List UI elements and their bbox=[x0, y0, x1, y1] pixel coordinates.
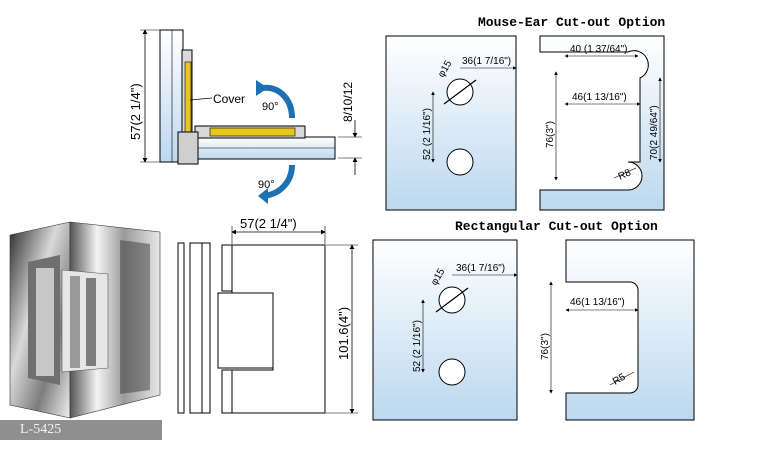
product-photo bbox=[9, 221, 161, 419]
glass-panel-rectangular bbox=[565, 239, 695, 421]
ear-radius: R8 bbox=[617, 167, 634, 183]
bottom-hole-spacing: 52 (2 1/16") bbox=[412, 320, 423, 372]
ear-height: 76(3") bbox=[545, 121, 556, 148]
angle-top: 90° bbox=[262, 101, 279, 113]
rect-inner-width: 46(1 13/16") bbox=[570, 297, 625, 308]
ear-depth: 70(2 49/64") bbox=[649, 105, 660, 160]
rect-height: 76(3") bbox=[540, 333, 551, 360]
thickness-dim: 8/10/12 bbox=[341, 82, 355, 122]
glass-panel-holes-bottom bbox=[372, 239, 518, 421]
front-height-dim: 101.6(4") bbox=[336, 307, 351, 360]
top-hole-spacing: 52 (2 1/16") bbox=[422, 108, 433, 160]
side-view-drawing bbox=[159, 29, 336, 165]
ear-inner-width: 46(1 13/16") bbox=[572, 92, 627, 103]
glass-panel-holes-top bbox=[385, 35, 517, 211]
top-hole-offset: 36(1 7/16") bbox=[462, 56, 511, 67]
ear-top-width: 40 (1 37/64") bbox=[570, 44, 627, 55]
glass-panel-mouse-ear bbox=[539, 35, 665, 211]
hole-top-lower bbox=[446, 148, 474, 176]
model-number-tag: L-5425 bbox=[0, 420, 162, 440]
hole-bottom-lower bbox=[438, 358, 466, 386]
front-width-dim: 57(2 1/4") bbox=[240, 216, 297, 231]
angle-bottom: 90° bbox=[258, 179, 275, 191]
heading-mouse-ear: Mouse-Ear Cut-out Option bbox=[478, 15, 665, 30]
cover-label: Cover bbox=[213, 92, 245, 106]
front-view-drawing bbox=[177, 242, 326, 414]
rect-radius: R5 bbox=[611, 371, 628, 387]
bottom-hole-offset: 36(1 7/16") bbox=[456, 263, 505, 274]
side-height-dim: 57(2 1/4") bbox=[128, 83, 143, 140]
heading-rectangular: Rectangular Cut-out Option bbox=[455, 219, 658, 234]
